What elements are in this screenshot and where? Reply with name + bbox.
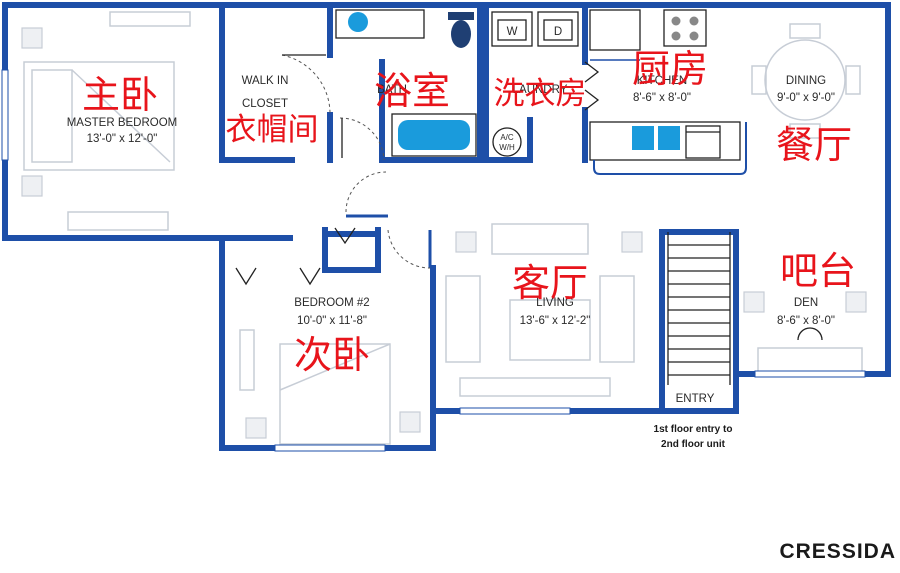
windows <box>1 69 866 452</box>
stove-burner-icon <box>671 16 681 26</box>
bath-fixtures <box>335 9 477 157</box>
den-dim: 8'-6" x 8'-0" <box>777 315 835 327</box>
closet-cn: 衣帽间 <box>226 112 319 148</box>
master-bedroom-name: MASTER BEDROOM <box>67 117 178 129</box>
entry-note-line2: 2nd floor unit <box>661 439 726 450</box>
kitchen-sink-icon <box>632 126 654 150</box>
bathtub-icon <box>398 120 470 150</box>
laundry-fixtures: W D A/C W/H <box>491 11 579 157</box>
room-labels: MASTER BEDROOM 13'-0" x 12'-0" WALK IN C… <box>67 75 835 405</box>
living-name: LIVING <box>536 297 574 309</box>
living-cn: 客厅 <box>512 261 588 305</box>
entry-name: ENTRY <box>676 393 715 405</box>
door-swings <box>235 54 600 286</box>
laundry-cn: 洗衣房 <box>494 76 587 112</box>
toilet-icon <box>451 20 471 48</box>
den-cn: 吧台 <box>780 249 856 293</box>
chinese-annotations: 主卧 衣帽间 浴室 洗衣房 厨房 餐厅 次卧 客厅 吧台 <box>82 47 856 377</box>
sink-icon <box>348 12 368 32</box>
closet-name-2: CLOSET <box>242 98 288 110</box>
master-bedroom-dim: 13'-0" x 12'-0" <box>87 133 158 145</box>
walls <box>2 2 891 451</box>
brand-logo: CRESSIDA <box>779 540 896 563</box>
washer-label: W <box>507 26 518 38</box>
kitchen-cn: 厨房 <box>632 47 708 91</box>
living-dim: 13'-6" x 12'-2" <box>520 315 591 327</box>
laundry-name: LAUNDRY <box>513 84 568 96</box>
stairs <box>667 232 731 385</box>
den-name: DEN <box>794 297 818 309</box>
bath-cn: 浴室 <box>374 69 450 113</box>
ac-label: A/C <box>500 133 514 142</box>
bath-name: BATH <box>377 84 407 96</box>
dryer-label: D <box>554 26 562 38</box>
furniture <box>21 11 867 445</box>
bedroom2-cn: 次卧 <box>294 333 370 377</box>
bedroom2-dim: 10'-0" x 11'-8" <box>297 315 367 327</box>
kitchen-dim: 8'-6" x 8'-0" <box>633 92 691 104</box>
master-bedroom-cn: 主卧 <box>82 73 158 117</box>
entry-note-line1: 1st floor entry to <box>654 424 733 435</box>
bedroom2-name: BEDROOM #2 <box>294 297 369 309</box>
kitchen-fixtures <box>589 9 747 175</box>
kitchen-name: KITCHEN <box>637 75 687 87</box>
closet-name-1: WALK IN <box>242 75 289 87</box>
dining-name: DINING <box>786 75 826 87</box>
dining-cn: 餐厅 <box>776 123 852 167</box>
dining-dim: 9'-0" x 9'-0" <box>777 92 835 104</box>
wh-label: W/H <box>499 143 515 152</box>
